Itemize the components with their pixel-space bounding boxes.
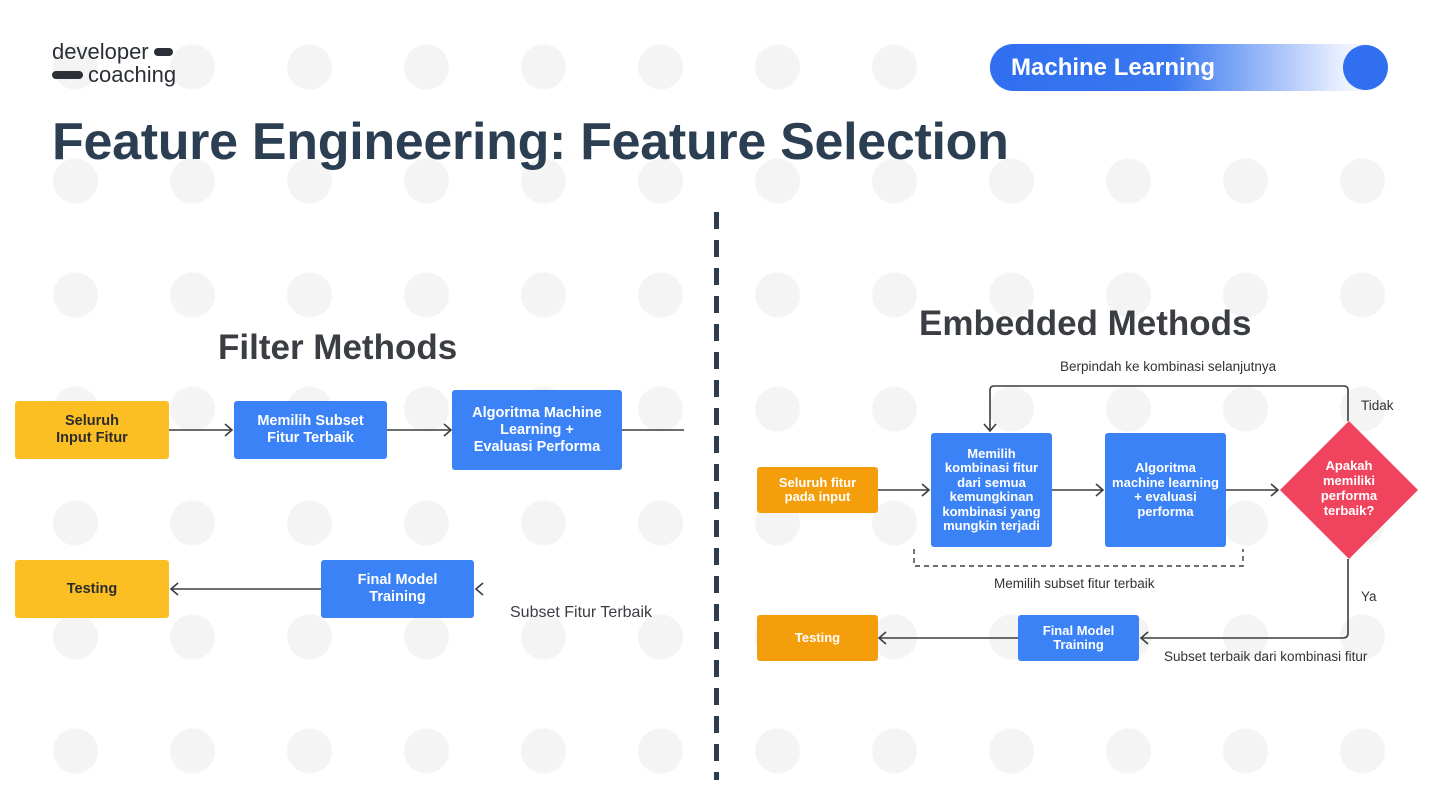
embedded-methods-title: Embedded Methods <box>919 304 1252 343</box>
box-label: Memilih Subset Fitur Terbaik <box>257 413 364 446</box>
logo-pill-mark <box>153 47 173 56</box>
box-label: Final Model Training <box>1042 622 1115 652</box>
box-label: Memilih kombinasi fitur dari semua kemun… <box>942 445 1041 533</box>
box-label: Seluruh fitur pada input <box>778 474 857 504</box>
arrow-decision-to-final <box>1141 559 1349 639</box>
label-best-subset: Subset terbaik dari kombinasi fitur <box>1164 649 1368 664</box>
logo-text-developer: developer <box>52 39 149 64</box>
badge-circle <box>1343 45 1388 90</box>
label-memilih-subset: Memilih subset fitur terbaik <box>994 576 1155 591</box>
box-label: Algoritma Machine Learning + Evaluasi Pe… <box>472 404 602 455</box>
box-seluruh-fitur-input: Seluruh fitur pada input <box>757 467 878 513</box>
filter-methods-title: Filter Methods <box>218 328 458 367</box>
label-tidak: Tidak <box>1361 398 1394 413</box>
box-memilih-subset: Memilih Subset Fitur Terbaik <box>234 401 387 459</box>
page-title: Feature Engineering: Feature Selection <box>52 113 1009 171</box>
label-subset-fitur-terbaik: Subset Fitur Terbaik <box>510 604 652 621</box>
box-label: Final Model Training <box>357 572 438 605</box>
box-seluruh-input-fitur: Seluruh Input Fitur <box>15 401 169 459</box>
box-label: Testing <box>794 629 841 645</box>
label-next-combination: Berpindah ke kombinasi selanjutnya <box>1060 359 1277 374</box>
dashed-bracket <box>913 549 1244 567</box>
topic-badge: Machine Learning <box>990 44 1389 91</box>
box-label: Testing <box>66 580 118 597</box>
box-final-model-training: Final Model Training <box>321 560 474 618</box>
box-algoritma-ml-evaluasi: Algoritma machine learning + evaluasi pe… <box>1105 433 1226 547</box>
arrow-loop-next-combination <box>989 385 1349 431</box>
topic-badge-label: Machine Learning <box>1011 54 1216 81</box>
logo-text-coaching: coaching <box>88 62 177 87</box>
box-testing: Testing <box>15 560 169 618</box>
decision-label: Apakah memiliki performa terbaik? <box>1320 458 1378 518</box>
box-label: Algoritma machine learning + evaluasi pe… <box>1112 460 1219 519</box>
box-final-model-training-embedded: Final Model Training <box>1018 615 1139 661</box>
box-testing-embedded: Testing <box>757 615 878 661</box>
label-ya: Ya <box>1361 589 1377 604</box>
developer-coaching-logo: developer coaching <box>52 40 176 86</box>
logo-pill-mark <box>52 70 83 79</box>
box-label: Seluruh Input Fitur <box>56 413 128 446</box>
box-algoritma-evaluasi: Algoritma Machine Learning + Evaluasi Pe… <box>452 390 622 470</box>
dashed-divider <box>714 212 719 780</box>
box-memilih-kombinasi: Memilih kombinasi fitur dari semua kemun… <box>931 433 1052 547</box>
